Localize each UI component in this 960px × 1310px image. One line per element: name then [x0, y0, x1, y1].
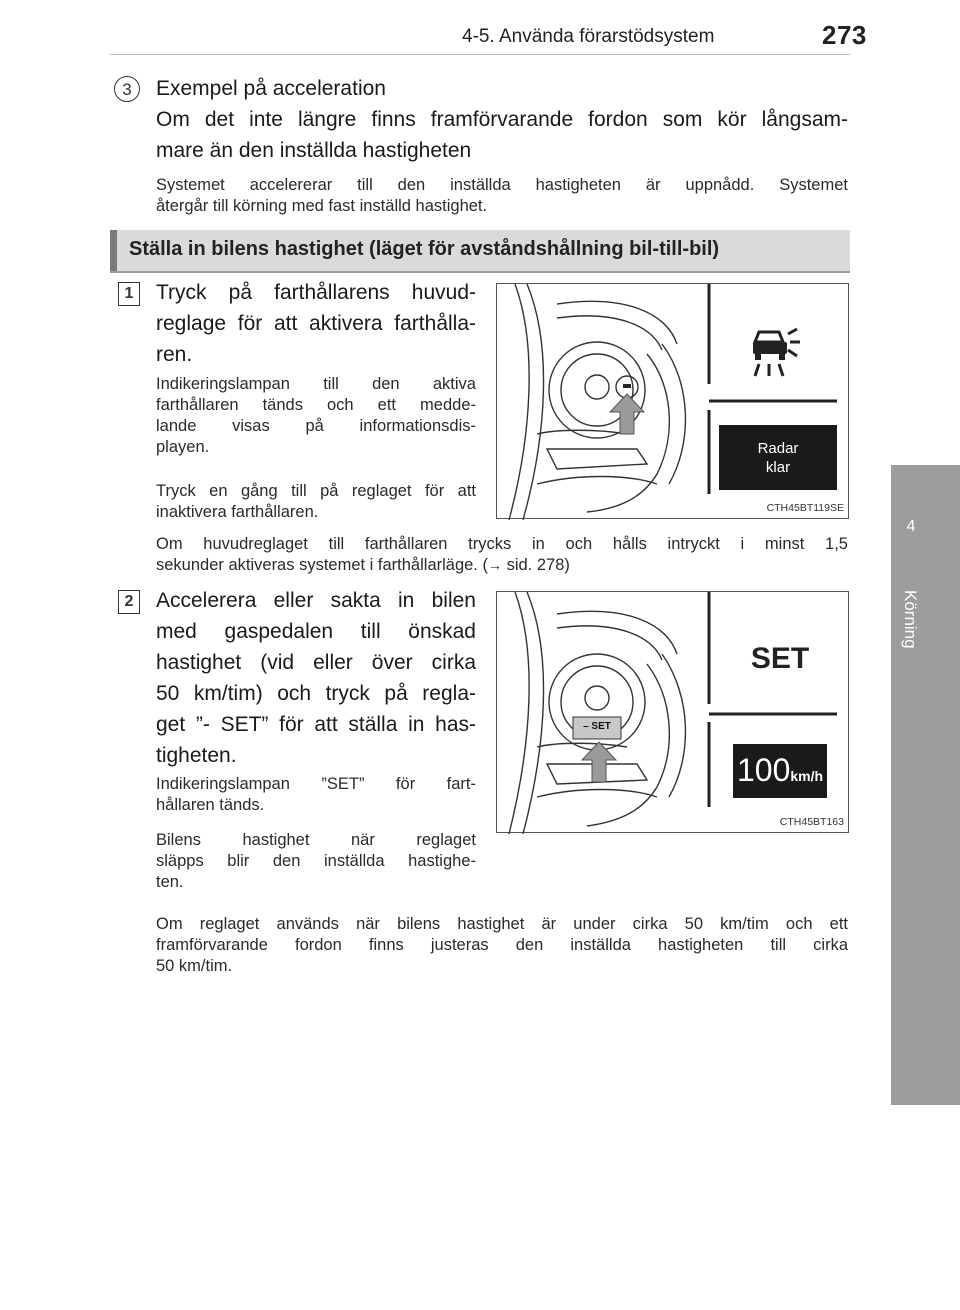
step1-para1: Indikeringslampan till den aktiva farthå…: [156, 374, 476, 458]
step1-para1-line: lande visas på informationsdis-: [156, 417, 476, 435]
step1-wide-line-2: sekunder aktiveras systemet i farthållar…: [156, 555, 848, 576]
step-marker-1: 1: [118, 282, 140, 306]
step2-wide-line: framförvarande fordon finns justeras den…: [156, 936, 848, 954]
set-button: [572, 716, 622, 740]
item3-body: Systemet accelererar till den inställda …: [156, 175, 848, 217]
up-arrow-icon: [580, 741, 618, 783]
display-line: Radar: [757, 440, 799, 457]
step2-title: Accelerera eller sakta in bilen med gasp…: [156, 585, 476, 771]
step2-para1-line: Indikeringslampan ”SET” för fart-: [156, 775, 476, 793]
step2-title-line: 50 km/tim) och tryck på regla-: [156, 682, 476, 705]
steering-wheel-illustration: [508, 284, 837, 520]
step2-title-line: Accelerera eller sakta in bilen: [156, 589, 476, 612]
step1-title-line: Tryck på farthållarens huvud-: [156, 281, 476, 304]
section-heading-text: Ställa in bilens hastighet (läget för av…: [129, 238, 720, 260]
figure-steering-set: – SET SET 100km/h CTH45BT163: [496, 591, 849, 834]
chapter-label-text: Körning: [901, 590, 920, 649]
step2-title-line: get ”- SET” för att ställa in has-: [156, 713, 476, 736]
step1-para1-line: playen.: [156, 438, 210, 456]
item3-title-line: Exempel på acceleration: [156, 77, 386, 100]
step2-para2: Bilens hastighet när reglaget släpps bli…: [156, 830, 476, 893]
section-heading-underline: [110, 271, 850, 273]
set-button-label: – SET: [583, 721, 611, 732]
step2-title-line: hastighet (vid eller över cirka: [156, 651, 476, 674]
step1-para2-line: inaktivera farthållaren.: [156, 503, 319, 521]
step1-para1-line: farthållaren tänds och ett medde-: [156, 396, 476, 414]
step2-wide-line: 50 km/tim.: [156, 957, 233, 975]
item-marker-3: 3: [114, 76, 140, 102]
item3-title: Exempel på acceleration Om det inte läng…: [156, 73, 848, 166]
step2-title-line: med gaspedalen till önskad: [156, 620, 476, 643]
step1-wide-text: sekunder aktiveras systemet i farthållar…: [156, 556, 488, 574]
display-radar-text: Radar klar: [719, 439, 837, 477]
speed-unit: km/h: [790, 768, 824, 784]
up-arrow-icon: [608, 393, 646, 435]
figure-code: CTH45BT119SE: [766, 502, 844, 514]
radar-cruise-icon: [623, 327, 800, 388]
step1-title: Tryck på farthållarens huvud- reglage fö…: [156, 277, 476, 370]
section-heading: Ställa in bilens hastighet (läget för av…: [110, 230, 850, 272]
arrow-right-icon: →: [487, 557, 502, 573]
figure-code: CTH45BT163: [779, 816, 844, 828]
section-title: 4-5. Använda förarstödsystem: [462, 26, 715, 47]
step1-para2: Tryck en gång till på reglaget för att i…: [156, 481, 476, 523]
step1-wide-line: Om huvudreglaget till farthållaren tryck…: [156, 535, 848, 553]
speed-value: 100: [737, 752, 791, 788]
item3-body-line: återgår till körning med fast inställd h…: [156, 197, 488, 215]
step1-para1-line: Indikeringslampan till den aktiva: [156, 375, 476, 393]
step2-para2-line: ten.: [156, 873, 184, 891]
step-marker-2: 2: [118, 590, 140, 614]
display-panel: [719, 425, 837, 490]
step2-title-line: tigheten.: [156, 744, 237, 767]
step2-para2-line: släpps blir den inställda hastighe-: [156, 852, 476, 870]
figure-steering-radar: Radar klar CTH45BT119SE: [496, 283, 849, 520]
step1-wide: Om huvudreglaget till farthållaren tryck…: [156, 534, 848, 576]
set-indicator-text: SET: [750, 642, 810, 675]
page-number: 273: [822, 20, 867, 50]
step2-para2-line: Bilens hastighet när reglaget: [156, 831, 476, 849]
step1-title-line: ren.: [156, 343, 193, 366]
step2-wide: Om reglaget används när bilens hastighet…: [156, 914, 848, 977]
step1-wide-ref: sid. 278): [506, 556, 570, 574]
item3-body-line: Systemet accelererar till den inställda …: [156, 176, 848, 194]
chapter-number: 4: [906, 518, 916, 535]
steering-wheel-set-illustration: [508, 592, 837, 834]
step1-para2-line: Tryck en gång till på reglaget för att: [156, 482, 476, 500]
item3-title-line: Om det inte längre finns framförvarande …: [156, 108, 848, 131]
step2-wide-line: Om reglaget används när bilens hastighet…: [156, 915, 848, 933]
step2-para1-line: hållaren tänds.: [156, 796, 265, 814]
item3-title-line: mare än den inställda hastigheten: [156, 139, 472, 162]
display-line: klar: [765, 459, 791, 476]
header-divider: [110, 54, 850, 55]
speed-display: [733, 744, 827, 798]
step1-title-line: reglage för att aktivera farthålla-: [156, 312, 476, 335]
chapter-label: Körning: [898, 590, 922, 690]
speed-readout: 100km/h: [737, 752, 827, 789]
chapter-tab: [891, 465, 960, 1105]
step2-para1: Indikeringslampan ”SET” för fart- hållar…: [156, 774, 476, 816]
